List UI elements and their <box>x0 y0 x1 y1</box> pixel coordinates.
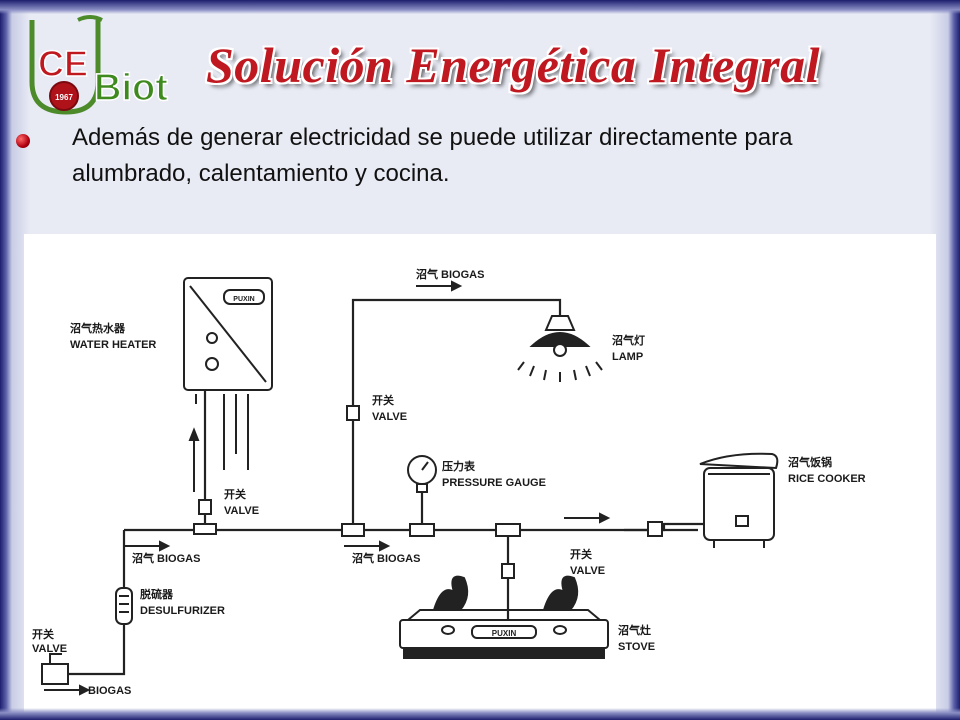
label-biogas-left: 沼气 BIOGAS <box>132 551 200 565</box>
valve-inlet <box>41 653 69 685</box>
main-pipe-lower <box>46 530 126 676</box>
label-desulfurizer-en: DESULFURIZER <box>140 605 225 617</box>
label-gauge-cn: 压力表 <box>442 459 476 473</box>
flow-arrows <box>44 280 611 696</box>
stove-icon <box>399 575 609 659</box>
valve-stove <box>501 563 515 579</box>
label-rice-cooker-cn: 沼气饭锅 <box>788 455 832 469</box>
label-desulfurizer-cn: 脱硫器 <box>140 587 174 601</box>
stove-brand: PUXIN <box>492 629 517 638</box>
label-water-heater-cn: 沼气热水器 <box>70 321 126 335</box>
pressure-gauge-icon <box>407 455 437 493</box>
cebiot-logo: 1967 CE Biot <box>29 15 169 115</box>
label-valve-inlet-cn: 开关 <box>32 627 54 641</box>
lamp-icon <box>517 315 603 382</box>
slide-title: Solución Energética Integral <box>206 37 821 93</box>
water-heater <box>183 277 273 492</box>
heater-brand: PUXIN <box>233 296 254 303</box>
label-lamp-en: LAMP <box>612 351 643 363</box>
label-valve-mid-cn: 开关 <box>372 393 394 407</box>
label-valve-stove-en: VALVE <box>570 565 605 577</box>
logo-year: 1967 <box>55 93 73 102</box>
logo-biot: Biot <box>94 67 168 109</box>
label-gauge-en: PRESSURE GAUGE <box>442 477 546 489</box>
valve-lamp <box>346 405 360 421</box>
label-biogas-inlet: BIOGAS <box>88 685 131 697</box>
valve-heater <box>193 499 217 535</box>
tee-center <box>341 523 521 537</box>
label-valve-mid-en: VALVE <box>372 411 407 423</box>
label-lamp-cn: 沼气灯 <box>612 333 645 347</box>
desulfurizer-icon <box>115 587 133 625</box>
logo-ce: CE <box>38 43 88 84</box>
slide-body: Además de generar electricidad se puede … <box>72 124 793 187</box>
label-valve-heater-en: VALVE <box>224 505 259 517</box>
bullet-icon <box>16 134 30 148</box>
flask-tip <box>77 15 103 22</box>
rice-cooker-icon <box>699 452 779 548</box>
label-valve-heater-cn: 开关 <box>224 487 246 501</box>
gear-icon <box>49 81 79 111</box>
biogas-system-diagram: PUXIN <box>24 234 936 718</box>
label-stove-en: STOVE <box>618 641 655 653</box>
cooker-pipe <box>624 522 708 532</box>
valve-cooker <box>647 521 663 537</box>
flask-outline <box>29 20 101 115</box>
diagram-svg: PUXIN <box>32 267 866 697</box>
label-valve-stove-cn: 开关 <box>570 547 592 561</box>
label-biogas-center: 沼气 BIOGAS <box>352 551 420 565</box>
label-rice-cooker-en: RICE COOKER <box>788 473 866 485</box>
label-biogas-top: 沼气 BIOGAS <box>416 267 484 281</box>
label-valve-inlet-en: VALVE <box>32 643 67 655</box>
label-stove-cn: 沼气灶 <box>618 623 651 637</box>
label-water-heater-en: WATER HEATER <box>70 339 156 351</box>
